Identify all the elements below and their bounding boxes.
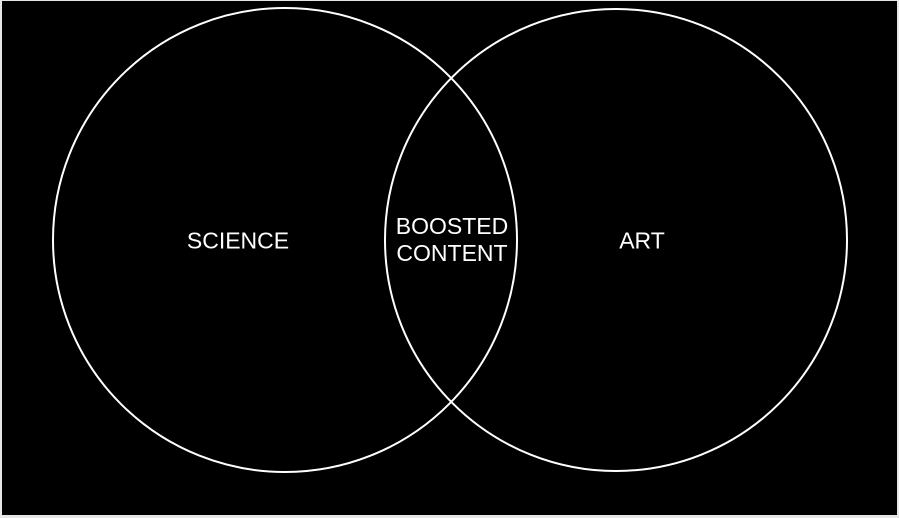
science-label: SCIENCE	[186, 227, 290, 254]
intersection-label: BOOSTED CONTENT	[395, 213, 509, 266]
art-label: ART	[619, 227, 665, 254]
science-circle	[52, 7, 518, 473]
art-circle	[384, 8, 848, 472]
